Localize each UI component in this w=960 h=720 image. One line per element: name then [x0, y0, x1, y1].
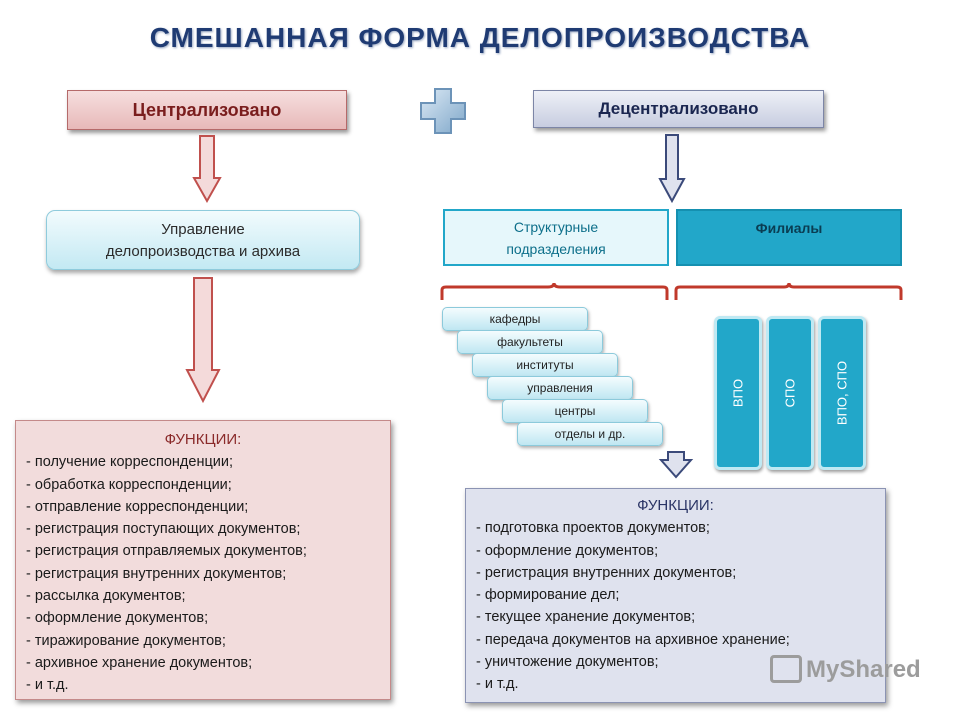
centralized-functions: ФУНКЦИИ: - получение корреспонденции; - … [15, 420, 391, 700]
unit-faculties: факультеты [457, 330, 603, 354]
function-item: - и т.д. [476, 676, 519, 693]
function-item: - регистрация поступающих документов; [26, 521, 301, 538]
branch-type-label: СПО [782, 378, 798, 408]
records-archive-management: Управление делопроизводства и архива [46, 210, 360, 270]
arrow-down-icon [658, 134, 686, 204]
function-item: - архивное хранение документов; [26, 654, 253, 671]
decentralized-functions: ФУНКЦИИ: - подготовка проектов документо… [465, 488, 886, 703]
function-item: - получение корреспонденции; [26, 454, 233, 471]
arrow-down-icon [192, 135, 222, 204]
unit-departments: кафедры [442, 307, 588, 331]
branches: Филиалы [676, 209, 902, 266]
structural-line-1: Структурные [513, 219, 599, 235]
unit-administrations: управления [487, 376, 633, 400]
unit-institutes: институты [472, 353, 618, 377]
function-item: - регистрация внутренних документов; [26, 565, 287, 582]
decentralized-header: Децентрализовано [533, 90, 824, 128]
page-title: СМЕШАННАЯ ФОРМА ДЕЛОПРОИЗВОДСТВА [149, 22, 811, 53]
unit-offices: отделы и др. [517, 422, 663, 446]
branch-type-vpo-spo: ВПО, СПО [818, 316, 866, 470]
function-item: - обработка корреспонденции; [26, 476, 232, 493]
function-item: - регистрация внутренних документов; [476, 564, 737, 581]
arrow-down-icon [185, 277, 221, 404]
function-item: - текущее хранение документов; [476, 609, 696, 626]
unit-centers: центры [502, 399, 648, 423]
watermark-text: MyShared [806, 656, 921, 683]
function-item: - уничтожение документов; [476, 654, 659, 671]
structural-divisions: Структурные подразделения [443, 209, 669, 266]
function-item: - регистрация отправляемых документов; [26, 543, 307, 560]
branch-type-spo: СПО [766, 316, 814, 470]
structural-line-2: подразделения [506, 241, 606, 257]
function-item: - формирование дел; [476, 587, 620, 604]
centralized-header: Централизовано [67, 90, 347, 130]
functions-title: ФУНКЦИИ: [637, 497, 714, 514]
plus-icon [420, 88, 466, 134]
function-item: - передача документов на архивное хранен… [476, 631, 790, 648]
management-line-1: Управление [161, 221, 245, 238]
watermark: MyShared [770, 654, 921, 685]
arrow-down-icon [658, 451, 694, 479]
function-item: - отправление корреспонденции; [26, 498, 249, 515]
brace-icon [440, 282, 903, 300]
management-line-2: делопроизводства и архива [105, 243, 301, 260]
branch-type-label: ВПО, СПО [834, 360, 850, 426]
branch-type-label: ВПО [730, 378, 746, 408]
function-item: - и т.д. [26, 677, 69, 694]
function-item: - подготовка проектов документов; [476, 520, 710, 537]
branch-type-vpo: ВПО [714, 316, 762, 470]
presentation-icon [770, 654, 802, 683]
function-item: - рассылка документов; [26, 588, 186, 605]
function-item: - оформление документов; [476, 542, 659, 559]
functions-title: ФУНКЦИИ: [164, 431, 242, 448]
function-item: - тиражирование документов; [26, 632, 226, 649]
function-item: - оформление документов; [26, 610, 209, 627]
